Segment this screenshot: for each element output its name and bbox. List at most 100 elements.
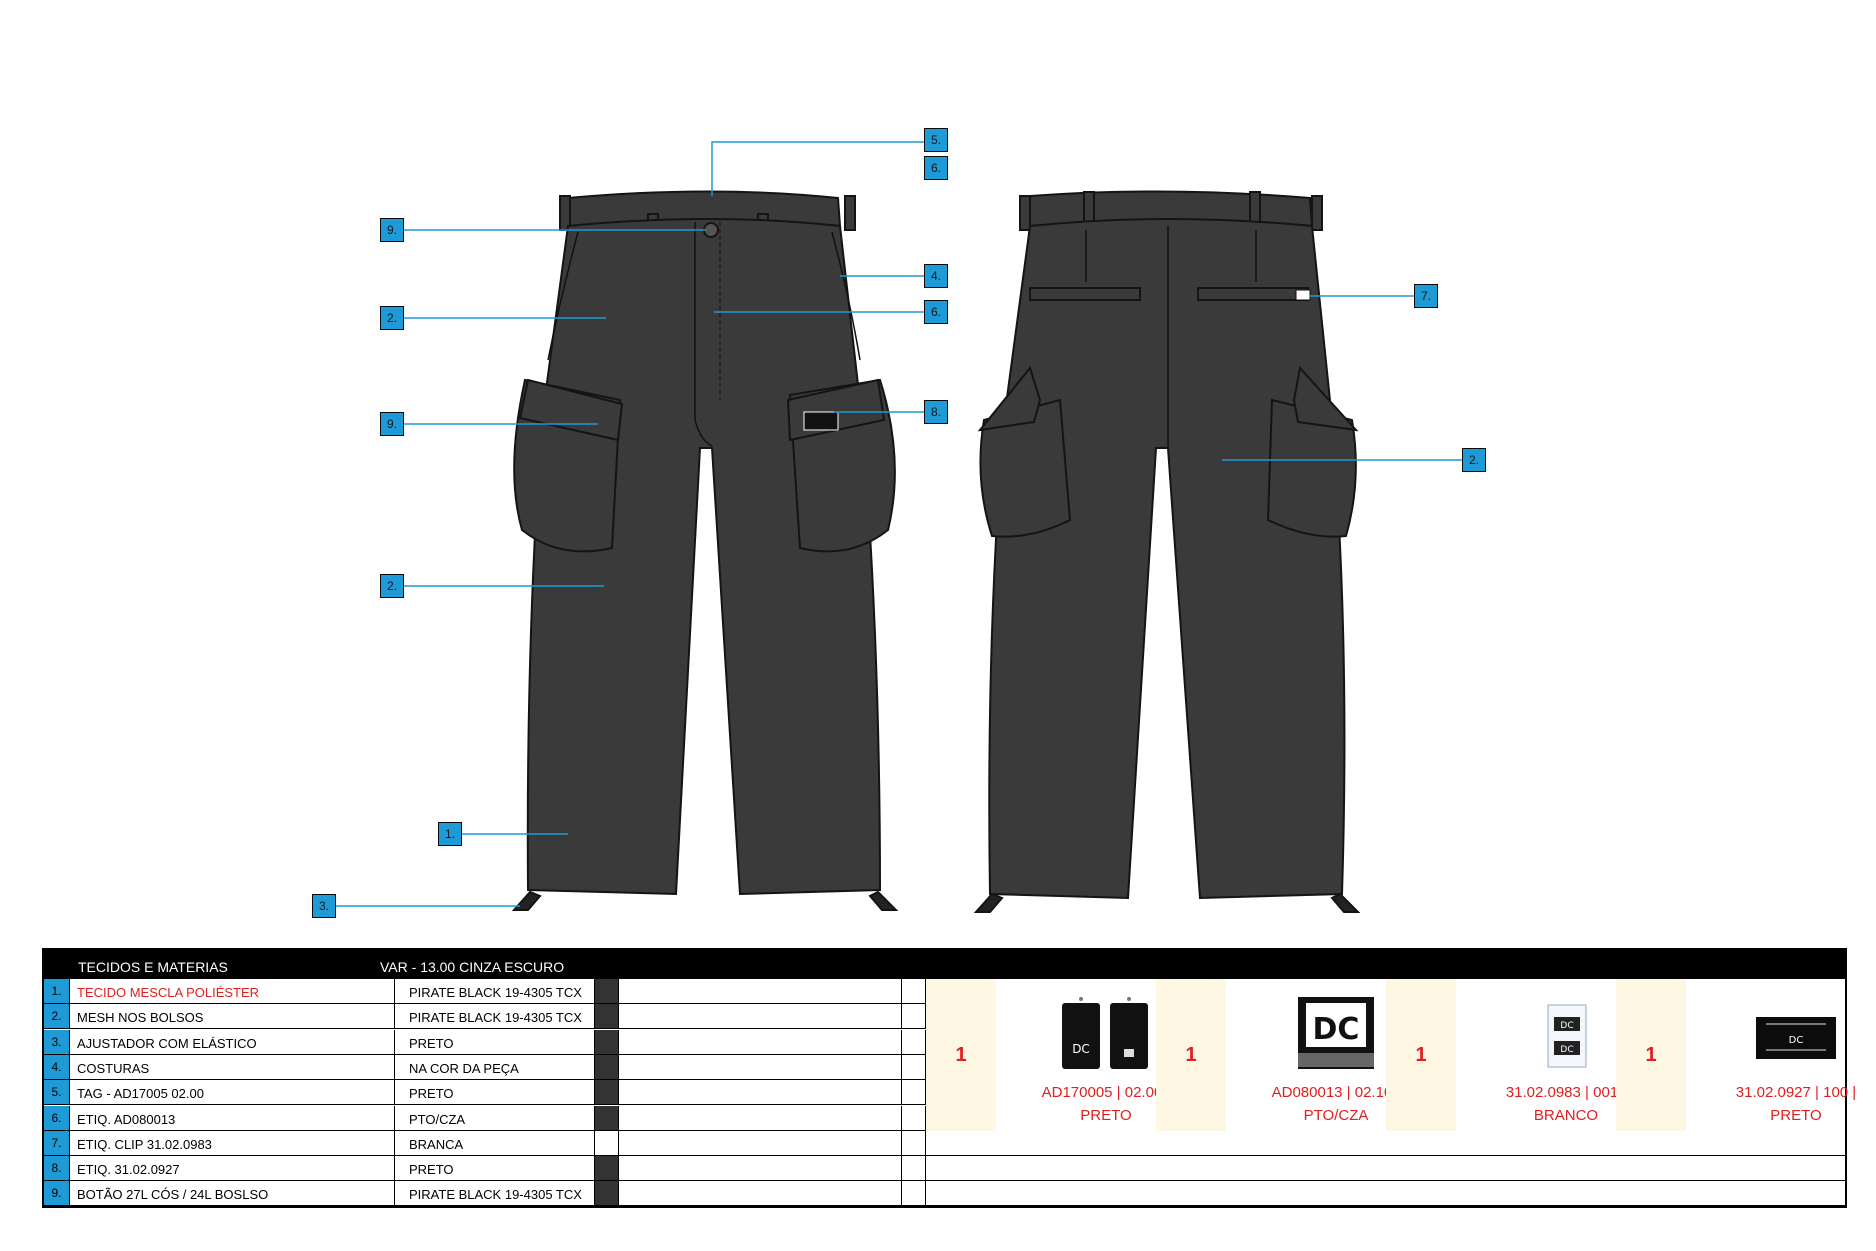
table-row: 8. ETIQ. 31.02.0927 PRETO [44, 1156, 926, 1182]
trim-code-line2: PTO/CZA [1303, 1107, 1369, 1124]
callout-6-fly: 6. [924, 300, 948, 324]
back-view [973, 190, 1361, 913]
row-check [901, 1029, 926, 1054]
row-color: PTO/CZA [394, 1105, 612, 1130]
row-color: PRETO [394, 1029, 612, 1054]
callout-9-pocket-button: 9. [380, 412, 404, 436]
row-color: PIRATE BLACK 19-4305 TCX [394, 1181, 612, 1206]
trim-quantity: 1 [1616, 979, 1686, 1131]
row-notes [619, 1156, 901, 1180]
front-belt-loop [844, 195, 856, 231]
row-number: 8. [44, 1156, 70, 1181]
trim-quantity: 1 [926, 979, 996, 1131]
front-trousers-body [526, 218, 882, 896]
trim-code-line1: 31.02.0927 | 100 | [1735, 1084, 1857, 1101]
row-check [901, 979, 926, 1003]
row-swatch [594, 1054, 619, 1079]
svg-text:DC: DC [1560, 1021, 1573, 1031]
trim-code-line2: PRETO [1080, 1107, 1132, 1124]
row-color: PIRATE BLACK 19-4305 TCX [394, 1004, 612, 1029]
row-check [901, 1156, 926, 1181]
trim-code-line1: 31.02.0983 | 001 | [1505, 1084, 1627, 1101]
row-material: ETIQ. AD080013 [77, 1111, 176, 1127]
callout-3-hem-adjuster: 3. [312, 894, 336, 918]
back-belt-loop [1311, 195, 1323, 231]
row-color: PIRATE BLACK 19-4305 TCX [394, 979, 612, 1003]
row-swatch [594, 1156, 619, 1181]
front-belt-loop [559, 195, 571, 231]
callout-4-stitching: 4. [924, 264, 948, 288]
callout-9-button: 9. [380, 218, 404, 242]
table-rule [926, 1154, 1847, 1156]
row-notes [619, 1080, 901, 1104]
row-notes [619, 1055, 901, 1079]
trim-quantity: 1 [1386, 979, 1456, 1131]
table-row: 2. MESH NOS BOLSOS PIRATE BLACK 19-4305 TC… [44, 1004, 926, 1030]
front-hem-adjuster [511, 890, 542, 911]
trim-code: 31.02.0983 | 001 | BRANCO [1456, 1081, 1676, 1127]
trim-code-line1: AD080013 | 02.10 | [1271, 1084, 1401, 1101]
back-belt-loop [1019, 195, 1031, 231]
table-header: TECIDOS E MATERIAS VAR - 13.00 CINZA ESC… [44, 950, 1845, 979]
callout-8-pocket-label: 8. [924, 400, 948, 424]
clip-label-icon: DC DC [1486, 993, 1646, 1075]
back-left-cargo-pocket [979, 398, 1072, 538]
row-swatch [594, 1080, 619, 1105]
row-material: AJUSTADOR COM ELÁSTICO [77, 1035, 257, 1051]
svg-text:DC: DC [1560, 1045, 1573, 1055]
row-check [901, 1004, 926, 1029]
row-color: PRETO [394, 1080, 612, 1105]
table-row: 3. AJUSTADOR COM ELÁSTICO PRETO [44, 1029, 926, 1055]
row-swatch [594, 979, 619, 1003]
callout-5-front-waist: 5. [924, 128, 948, 152]
materials-table: TECIDOS E MATERIAS VAR - 13.00 CINZA ESC… [42, 948, 1856, 1208]
row-notes [619, 1181, 901, 1205]
row-number: 9. [44, 1181, 70, 1206]
table-row: 6. ETIQ. AD080013 PTO/CZA [44, 1105, 926, 1131]
callout-7-clip-label: 7. [1414, 284, 1438, 308]
row-swatch [594, 1105, 619, 1130]
back-right-pocket-flap [1292, 365, 1359, 432]
row-number: 2. [44, 1004, 70, 1029]
trim-quantity: 1 [1156, 979, 1226, 1131]
trim-code: AD080013 | 02.10 | PTO/CZA [1226, 1081, 1446, 1127]
row-notes [619, 979, 901, 1003]
row-notes [619, 1004, 901, 1028]
row-color: NA COR DA PEÇA [394, 1054, 612, 1079]
row-material: MESH NOS BOLSOS [77, 1010, 204, 1026]
callout-2-lower-mesh: 2. [380, 574, 404, 598]
callout-6-front-waist: 6. [924, 156, 948, 180]
row-notes [619, 1131, 901, 1155]
back-hem-adjuster [973, 892, 1004, 913]
trim-code-line2: PRETO [1770, 1107, 1822, 1124]
row-color: PRETO [394, 1156, 612, 1181]
trim-code: 31.02.0927 | 100 | PRETO [1686, 1081, 1876, 1127]
trim-code-line2: BRANCO [1533, 1107, 1599, 1124]
row-material: ETIQ. 31.02.0927 [77, 1162, 180, 1178]
back-right-cargo-pocket [1266, 398, 1357, 538]
row-number: 6. [44, 1105, 70, 1130]
svg-text:DC: DC [1072, 1042, 1090, 1056]
row-notes [619, 1030, 901, 1054]
svg-text:DC: DC [1313, 1012, 1360, 1047]
back-welt-pocket [1197, 287, 1309, 301]
table-rule [926, 1179, 1847, 1181]
row-check [901, 1080, 926, 1105]
row-number: 4. [44, 1054, 70, 1079]
row-number: 3. [44, 1029, 70, 1054]
row-material: COSTURAS [77, 1060, 150, 1076]
technical-drawing [334, 141, 1462, 913]
woven-label-icon: DC [1716, 993, 1876, 1075]
header-variant: VAR - 13.00 CINZA ESCURO [380, 959, 565, 975]
row-check [901, 1105, 926, 1130]
back-hem-adjuster [1330, 892, 1361, 913]
front-view [511, 190, 899, 911]
callout-1-fabric: 1. [438, 822, 462, 846]
leader-lines [334, 141, 1462, 907]
row-swatch [594, 1029, 619, 1054]
callout-2-upper-mesh: 2. [380, 306, 404, 330]
